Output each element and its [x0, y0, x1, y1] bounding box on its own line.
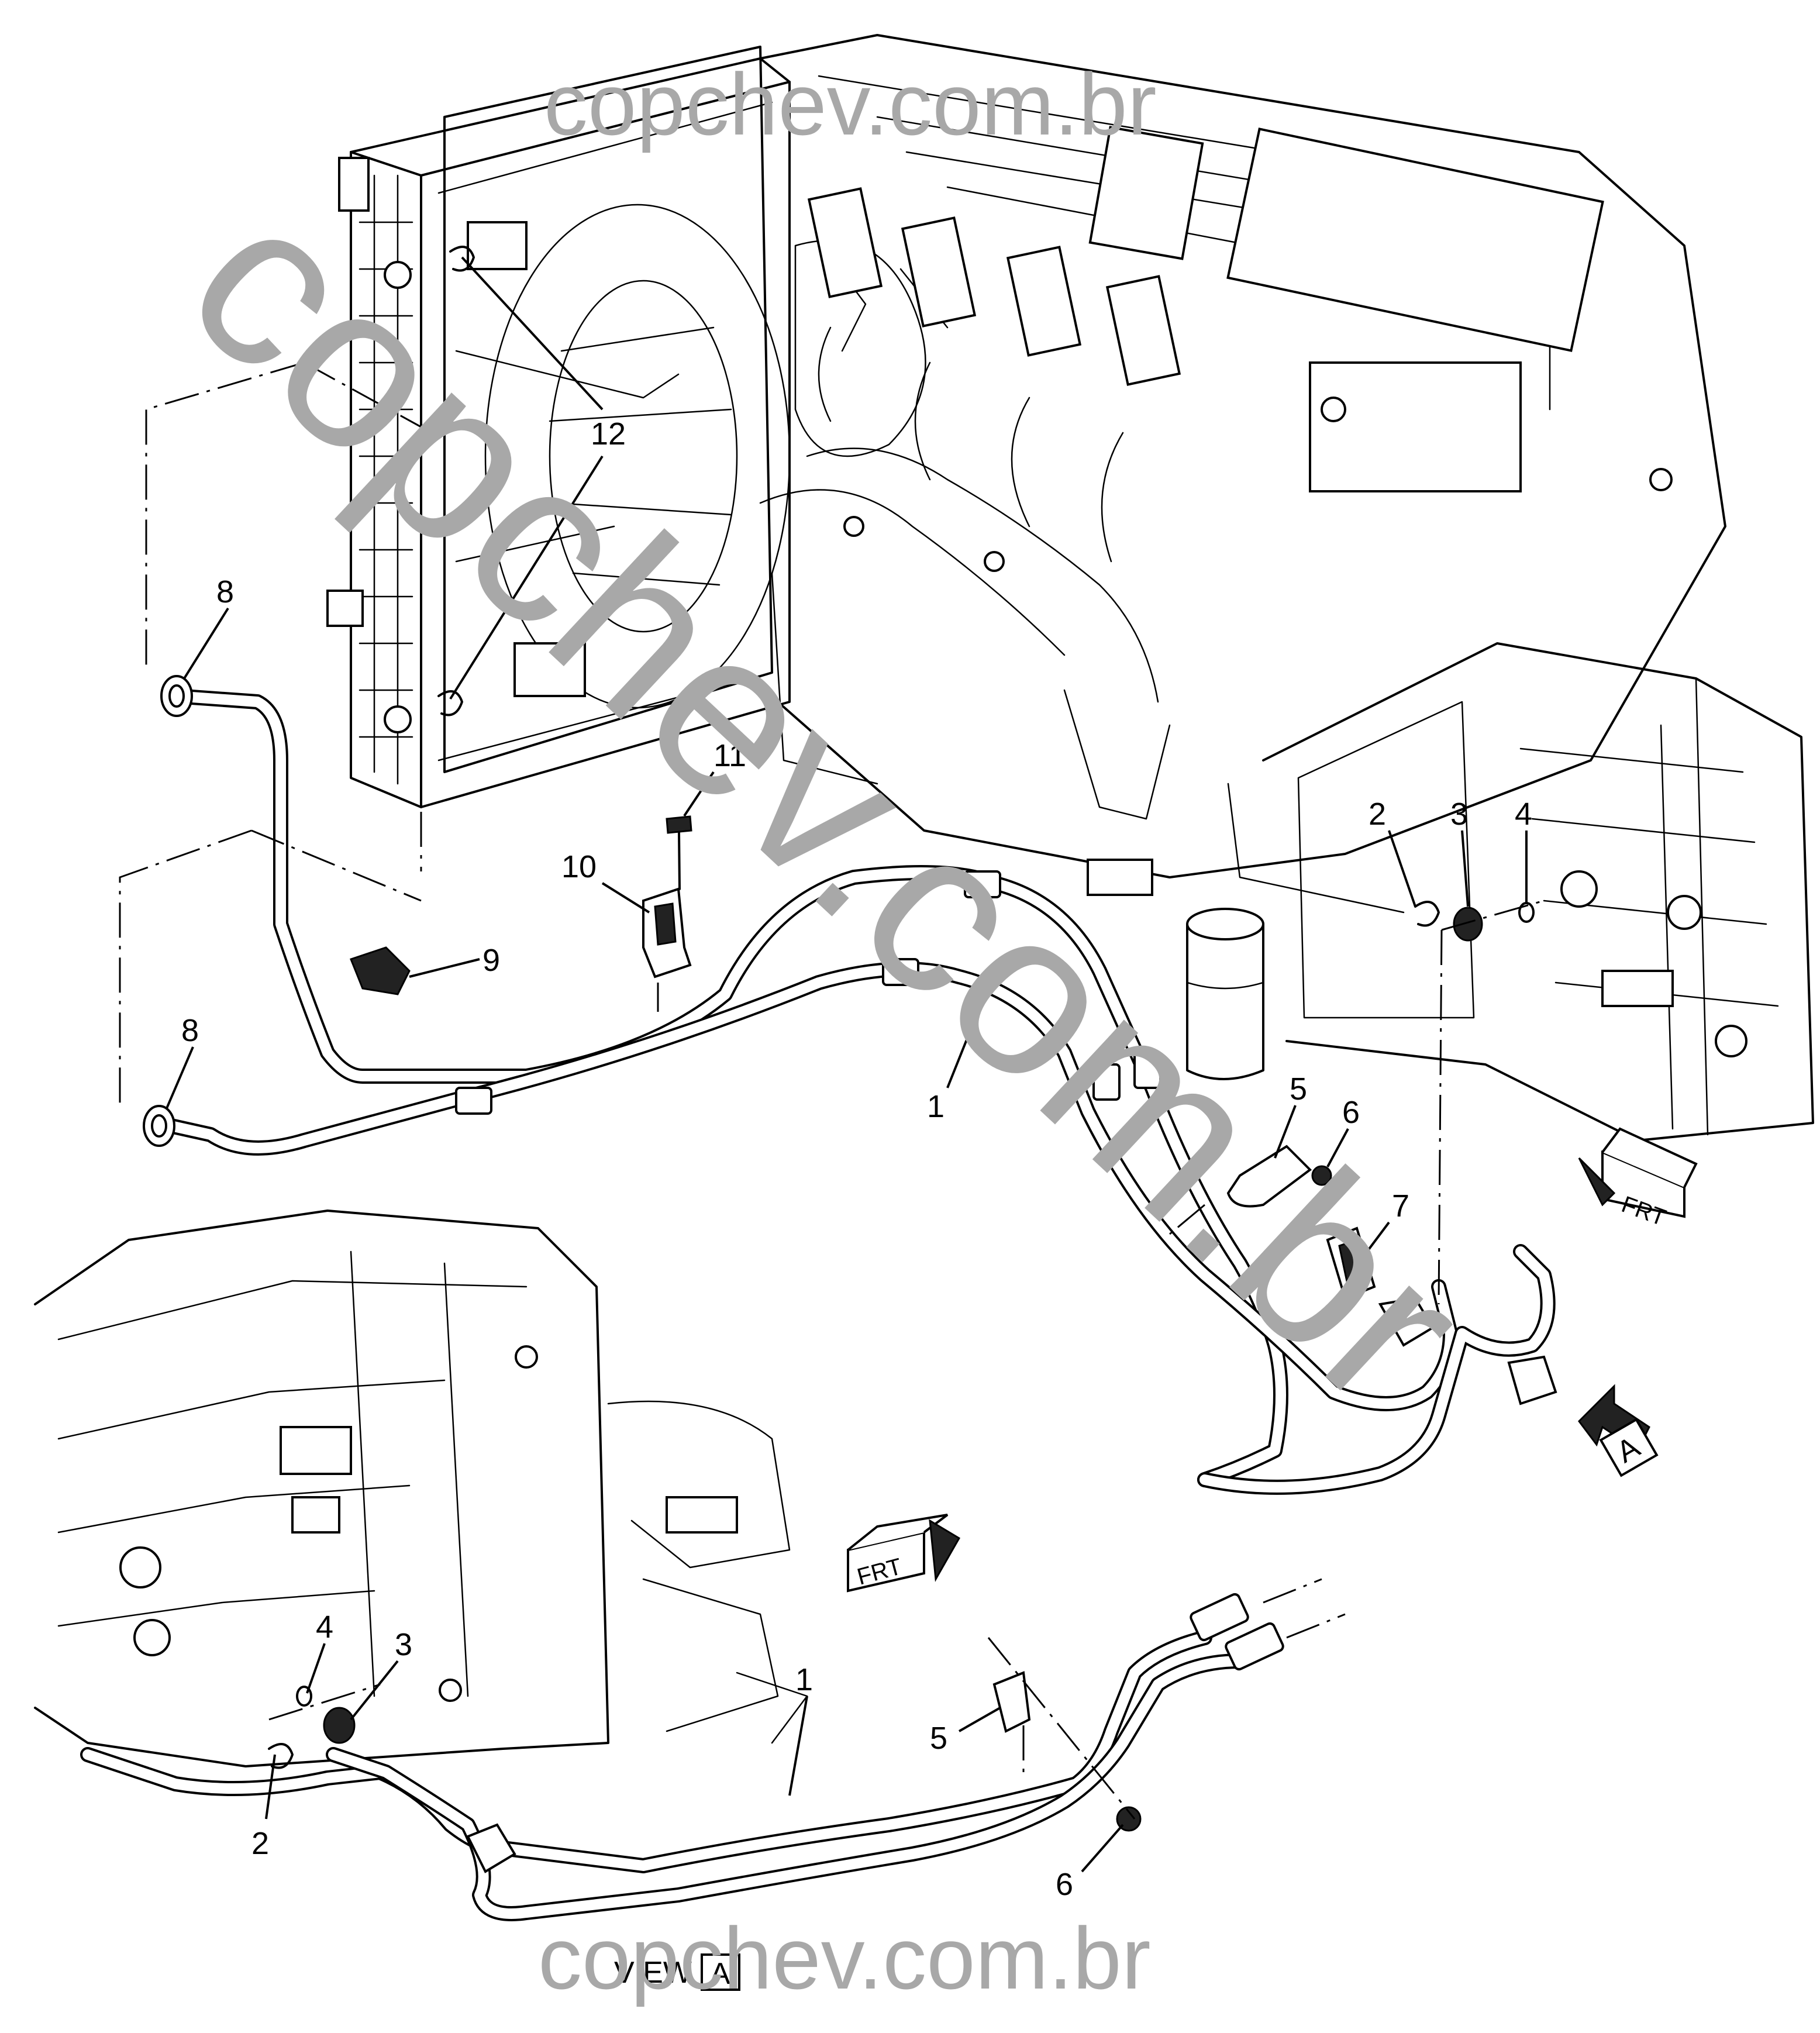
- retainer-12-upper: [449, 246, 475, 272]
- watermark-bottom: copchev.com.br: [538, 1909, 1151, 2007]
- clip-5-view: [992, 1671, 1031, 1733]
- oil-filter: [1186, 908, 1264, 1080]
- callout-9: 9: [482, 943, 500, 978]
- watermark-diagonal: copchev.com.br: [140, 149, 1515, 1456]
- callout-1-view: 1: [795, 1662, 813, 1697]
- transmission-view-a: [34, 1210, 808, 1767]
- callout-12: 12: [591, 416, 626, 452]
- view-label-text: VIEW: [614, 1956, 692, 1990]
- callouts: 8 12 8 9 10 11 1 2 3 4 5 6 7 4 3 2 1 5 6: [181, 416, 1532, 1902]
- callout-4-top: 4: [1515, 797, 1532, 832]
- frt-arrow-top: FRT: [1578, 1127, 1698, 1231]
- fan-shroud: [443, 46, 791, 773]
- bracket-7: [1326, 1226, 1376, 1300]
- fitting-3-top: [1453, 907, 1483, 942]
- cooler-line-view-a: [80, 1578, 1346, 1921]
- seal-8-upper: [160, 675, 193, 717]
- view-a-label: VIEW A: [614, 1953, 740, 1991]
- retainer-2-view: [268, 1743, 294, 1769]
- callout-10: 10: [561, 849, 597, 884]
- callout-4-view: 4: [316, 1610, 333, 1645]
- frt-arrow-view: FRT: [847, 1514, 961, 1593]
- clip-10: [642, 887, 692, 978]
- callout-1-top: 1: [927, 1089, 945, 1124]
- cooler-line-assembly: [150, 688, 1557, 1495]
- fitting-3-view: [323, 1707, 356, 1744]
- callout-11: 11: [713, 738, 746, 773]
- view-label-letter: A: [710, 1957, 730, 1991]
- callout-6-view: 6: [1056, 1867, 1073, 1902]
- bolt-6-top: [1311, 1165, 1332, 1186]
- clip-5-top: [1226, 1145, 1312, 1208]
- engine: [759, 34, 1726, 914]
- leader-lines: [166, 256, 1528, 1873]
- callout-6-top: 6: [1342, 1095, 1360, 1130]
- callout-5-view: 5: [930, 1721, 947, 1756]
- callout-2-top: 2: [1369, 797, 1386, 832]
- seal-8-lower: [143, 1105, 175, 1147]
- transmission-upper: [1262, 642, 1814, 1142]
- callout-2-view: 2: [251, 1826, 269, 1861]
- callout-3-view: 3: [395, 1627, 412, 1662]
- view-a-arrow: A: [1578, 1384, 1659, 1477]
- callout-8-lower: 8: [181, 1013, 199, 1048]
- callout-3-top: 3: [1450, 797, 1468, 832]
- retainer-12-lower: [437, 690, 463, 716]
- callout-5-top: 5: [1290, 1071, 1307, 1107]
- watermark-top: copchev.com.br: [544, 55, 1157, 153]
- callout-8-upper: 8: [216, 574, 234, 609]
- callout-7: 7: [1392, 1188, 1409, 1224]
- bolt-11: [666, 815, 692, 890]
- retainer-2-top: [1414, 901, 1440, 927]
- clip-9: [350, 946, 411, 995]
- assembly-guide-lines: [119, 361, 1545, 1820]
